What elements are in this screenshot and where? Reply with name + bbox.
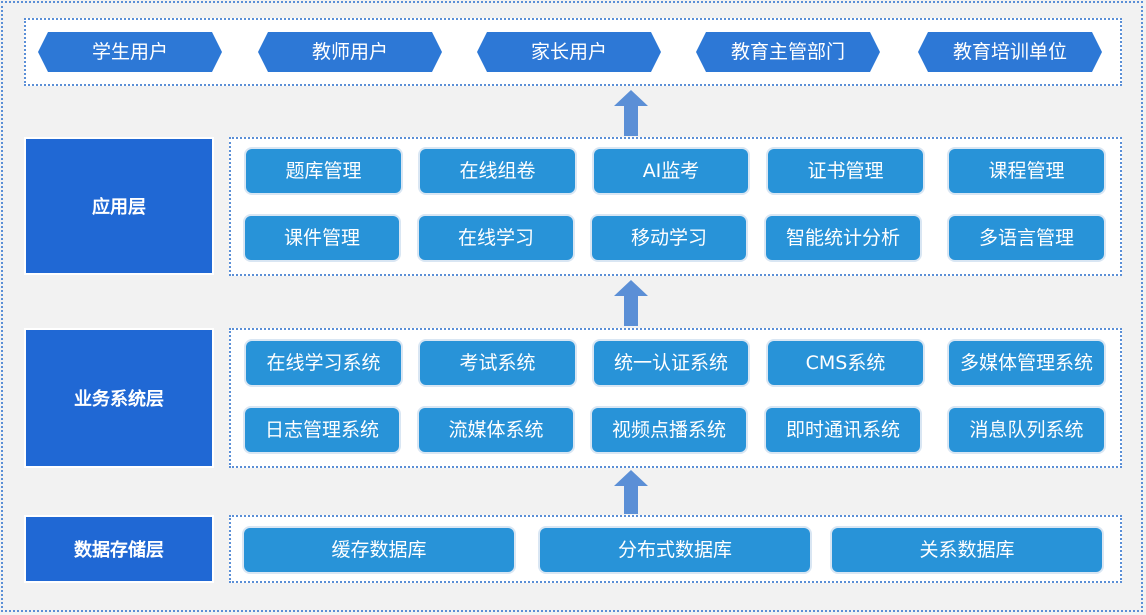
user-training-institution: 教育培训单位 — [918, 32, 1102, 72]
user-parent: 家长用户 — [477, 32, 661, 72]
app-item: 课程管理 — [949, 149, 1104, 193]
app-item: 智能统计分析 — [766, 216, 920, 260]
business-item: CMS系统 — [768, 341, 923, 385]
business-item: 考试系统 — [420, 341, 575, 385]
up-arrow-icon — [614, 470, 648, 514]
business-item: 在线学习系统 — [246, 341, 401, 385]
user-student: 学生用户 — [38, 32, 222, 72]
layer-label-app: 应用层 — [24, 137, 214, 275]
data-item: 缓存数据库 — [244, 528, 514, 572]
app-item: 在线组卷 — [420, 149, 575, 193]
app-item: 课件管理 — [245, 216, 399, 260]
up-arrow-icon — [614, 280, 648, 326]
app-item: 题库管理 — [246, 149, 401, 193]
app-item: 证书管理 — [768, 149, 923, 193]
data-item: 分布式数据库 — [540, 528, 810, 572]
user-teacher: 教师用户 — [258, 32, 442, 72]
business-item: 即时通讯系统 — [766, 408, 920, 452]
business-item: 统一认证系统 — [594, 341, 748, 385]
data-item: 关系数据库 — [832, 528, 1102, 572]
business-item: 日志管理系统 — [245, 408, 399, 452]
layer-label-data: 数据存储层 — [24, 515, 214, 583]
app-item: 多语言管理 — [949, 216, 1104, 260]
business-item: 消息队列系统 — [949, 408, 1104, 452]
app-item: AI监考 — [594, 149, 748, 193]
layer-label-business: 业务系统层 — [24, 328, 214, 468]
app-item: 移动学习 — [592, 216, 746, 260]
up-arrow-icon — [614, 90, 648, 136]
business-item: 多媒体管理系统 — [949, 341, 1104, 385]
user-education-authority: 教育主管部门 — [696, 32, 880, 72]
app-item: 在线学习 — [419, 216, 573, 260]
business-item: 流媒体系统 — [419, 408, 573, 452]
business-item: 视频点播系统 — [592, 408, 746, 452]
